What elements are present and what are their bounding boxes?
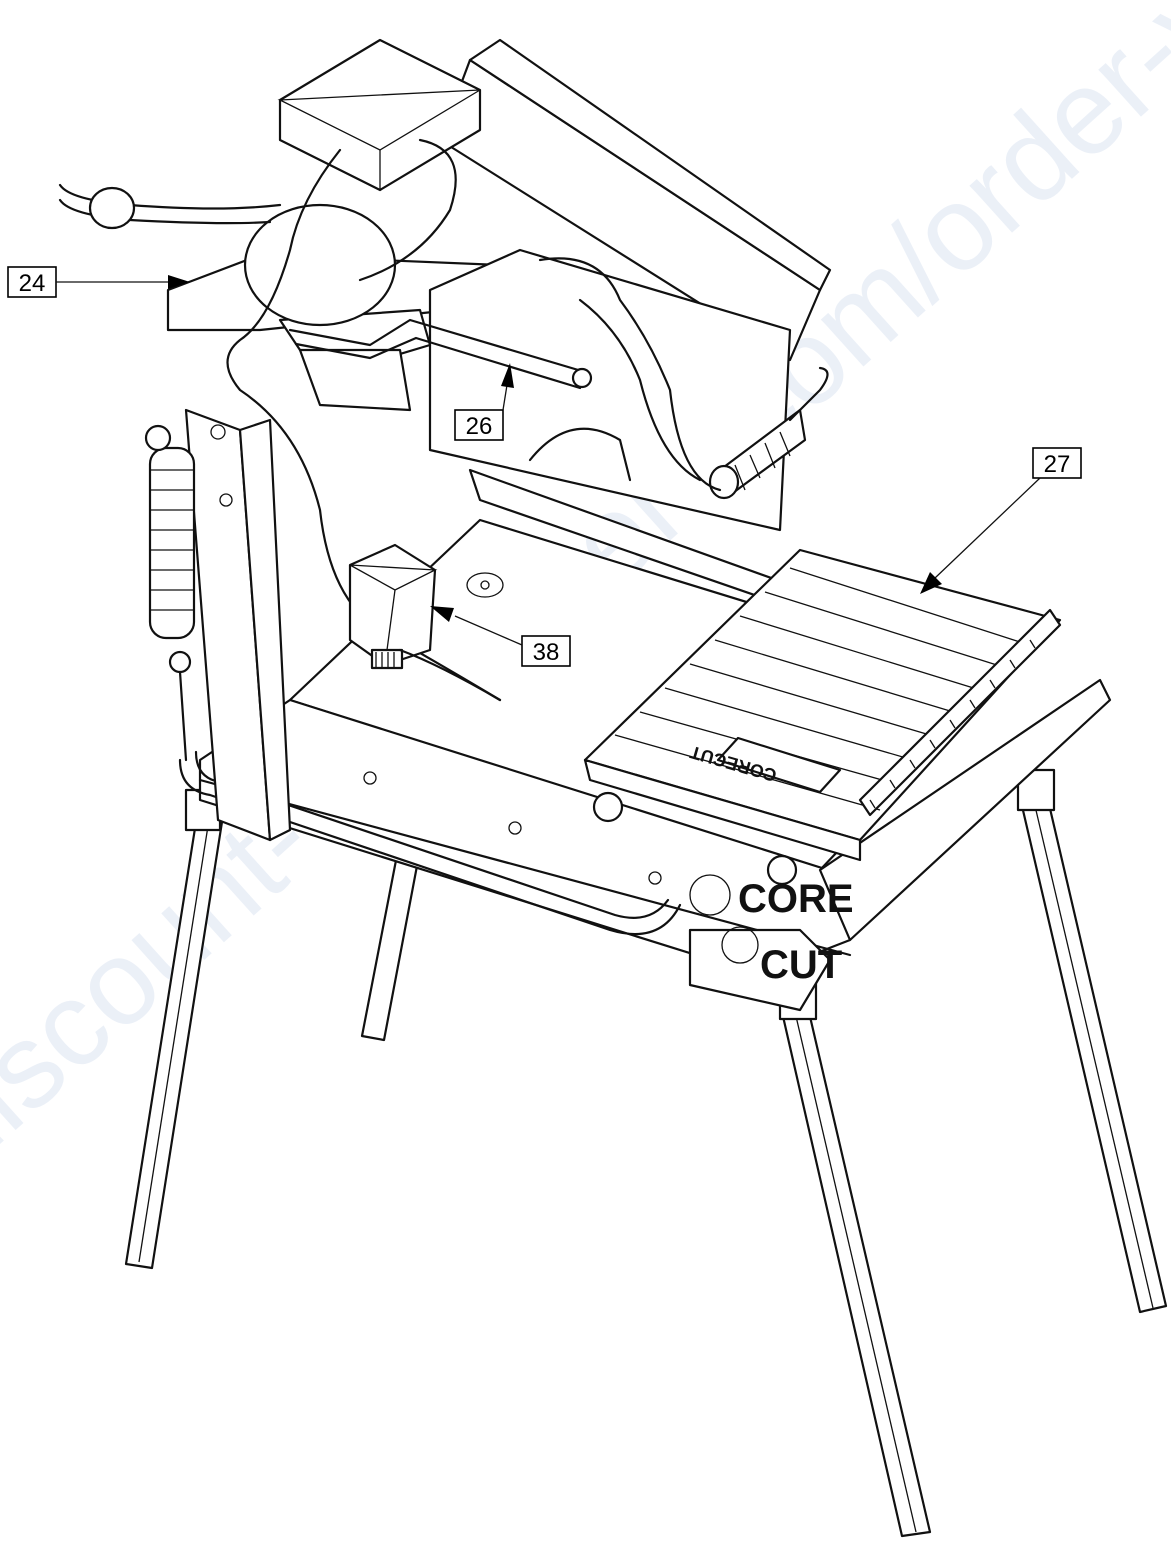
water-pump [348, 543, 504, 702]
lift-bar [288, 318, 587, 374]
junction-box [278, 38, 482, 192]
saw-head [166, 38, 832, 532]
callout-26: 26 [454, 363, 514, 441]
ruler-fence [858, 608, 1062, 817]
front-handle-tube [178, 758, 682, 936]
corecut-logo: CORE CUT [689, 874, 854, 987]
logo-line-1: CORE [738, 877, 854, 921]
callout-label: 38 [533, 639, 560, 666]
callout-24: 24 [7, 266, 190, 298]
logo-line-2: CUT [760, 943, 842, 987]
callout-label: 27 [1044, 451, 1071, 478]
sliding-table: CORECUT [583, 548, 1062, 886]
callout-label: 26 [466, 413, 493, 440]
callout-38: 38 [430, 606, 571, 667]
left-upright [144, 408, 292, 842]
callout-27: 27 [920, 447, 1082, 594]
callout-label: 24 [19, 270, 46, 297]
leg-back-left [360, 848, 422, 1042]
tension-spring [144, 424, 196, 762]
